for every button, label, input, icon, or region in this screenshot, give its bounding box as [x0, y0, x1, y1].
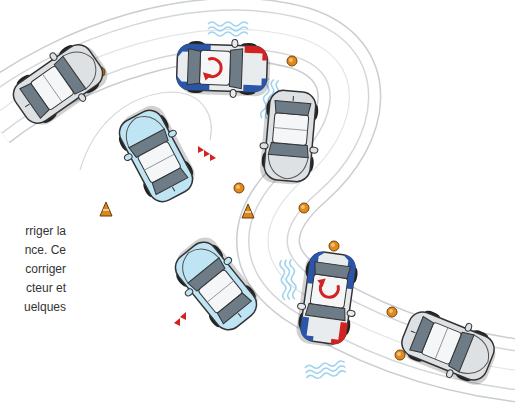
cars [5, 33, 504, 391]
text-fragment: corriger [25, 262, 66, 276]
text-fragment: nce. Ce [25, 243, 66, 257]
text-fragment: cteur et [26, 281, 66, 295]
text-fragment: rriger la [25, 224, 66, 238]
cones [100, 202, 254, 218]
slide-arrows [174, 146, 216, 326]
markers [95, 56, 405, 360]
text-fragment: uelques [24, 300, 66, 314]
